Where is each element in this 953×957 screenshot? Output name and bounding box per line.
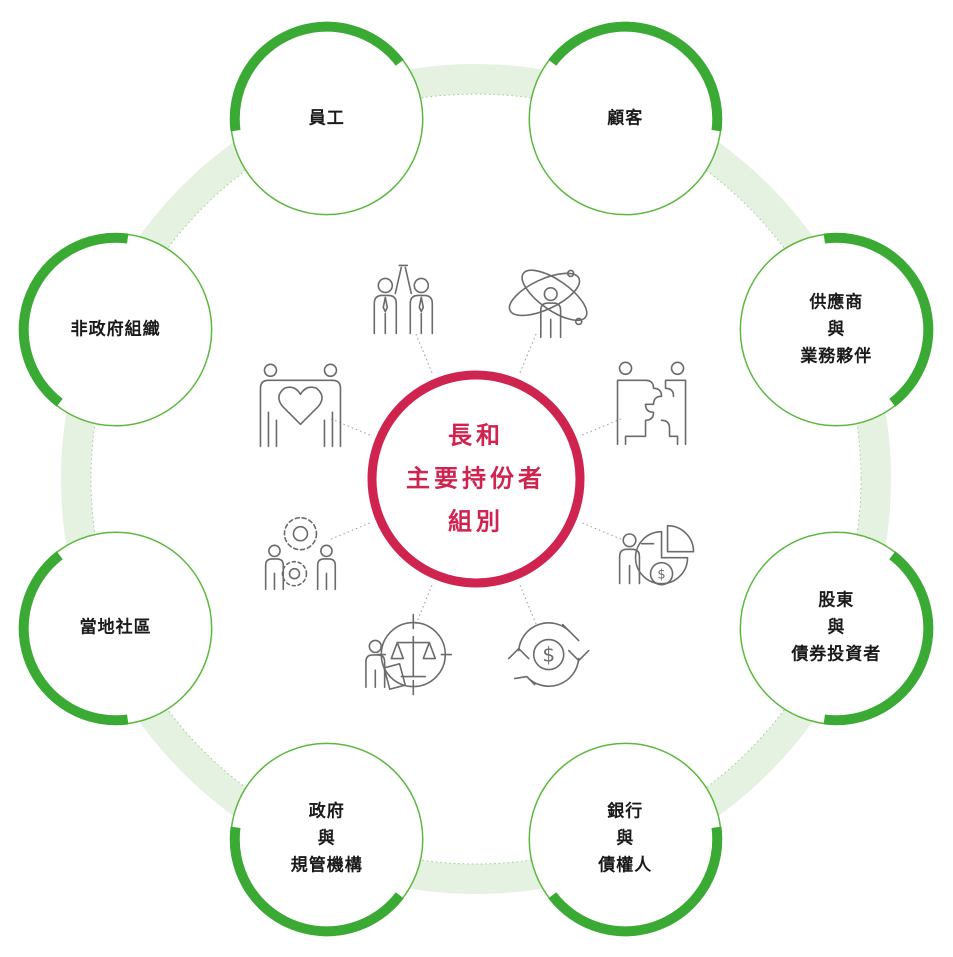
stakeholder-label: 供應商與業務夥伴 [761, 289, 911, 370]
stakeholder-label-line: 與 [317, 828, 336, 849]
stakeholder-label: 顧客 [550, 105, 700, 132]
spoke-line [327, 417, 370, 436]
spoke-line [327, 522, 370, 541]
stakeholder-label: 股東與債券投資者 [761, 588, 911, 669]
node-arc [823, 551, 934, 726]
stakeholder-label: 銀行與債權人 [550, 799, 700, 880]
node-arc [823, 232, 934, 407]
stakeholder-node [229, 21, 424, 216]
node-arc [229, 21, 404, 132]
stakeholder-label: 非政府組織 [41, 316, 191, 343]
stakeholder-label-line: 供應商 [809, 292, 864, 313]
stakeholder-label-line: 與 [616, 828, 635, 849]
employees-handshake-icon [373, 264, 434, 335]
stakeholder-node [739, 531, 934, 726]
spoke-line [519, 585, 538, 628]
stakeholder-label-line: 員工 [308, 108, 345, 129]
node-arc [18, 551, 129, 726]
node-arc [18, 232, 129, 407]
icons: $$ [259, 264, 695, 696]
stakeholder-label-line: 銀行 [607, 801, 644, 822]
stakeholder-label-line: 當地社區 [79, 617, 152, 638]
node-arc [229, 826, 404, 937]
stakeholder-node [528, 21, 723, 216]
stakeholder-label-line: 政府 [308, 801, 345, 822]
node-arc [548, 826, 723, 937]
background-ring [61, 64, 891, 894]
stakeholder-label-line: 債券投資者 [791, 644, 882, 665]
banks-dollar-cycle-icon: $ [507, 622, 590, 688]
center-title-line-2: 主要持份者 [406, 464, 546, 493]
center-circle [367, 370, 585, 588]
center-title: 長和 主要持份者 組別 [376, 415, 576, 544]
stakeholder-label: 員工 [252, 105, 402, 132]
government-scales-icon [365, 613, 453, 696]
spoke-line [582, 522, 625, 541]
stakeholder-node [229, 742, 424, 937]
suppliers-puzzle-icon [616, 361, 687, 446]
stakeholder-label-line: 債權人 [598, 855, 653, 876]
stakeholder-node [18, 232, 213, 427]
community-gears-icon [264, 516, 337, 591]
stakeholder-node [18, 531, 213, 726]
stakeholder-label-line: 規管機構 [290, 855, 363, 876]
spoke-line [414, 330, 433, 373]
dollar-glyph: $ [542, 643, 555, 667]
stakeholder-label-line: 顧客 [607, 108, 644, 129]
stakeholder-node [739, 232, 934, 427]
stakeholder-label-line: 與 [827, 617, 846, 638]
stakeholder-label-line: 非政府組織 [70, 319, 161, 340]
spoke-line [414, 585, 433, 628]
stakeholder-label: 政府與規管機構 [252, 799, 402, 880]
stakeholder-label-line: 股東 [818, 590, 855, 611]
center-title-line-3: 組別 [448, 507, 504, 536]
stakeholder-label-line: 與 [827, 319, 846, 340]
spoke-line [519, 330, 538, 373]
dollar-glyph: $ [657, 568, 665, 583]
customer-atom-icon [508, 269, 588, 339]
stakeholder-label-line: 業務夥伴 [800, 346, 873, 367]
nodes [18, 21, 934, 937]
stakeholder-label: 當地社區 [41, 615, 191, 642]
dotted-ring [90, 93, 862, 865]
outer-ring [61, 64, 891, 894]
spokes [327, 330, 625, 628]
node-arc [548, 21, 723, 132]
stakeholder-node [528, 742, 723, 937]
ngo-heart-icon [259, 363, 342, 448]
shareholders-piechart-icon: $ [618, 524, 695, 586]
center-title-line-1: 長和 [448, 421, 504, 450]
